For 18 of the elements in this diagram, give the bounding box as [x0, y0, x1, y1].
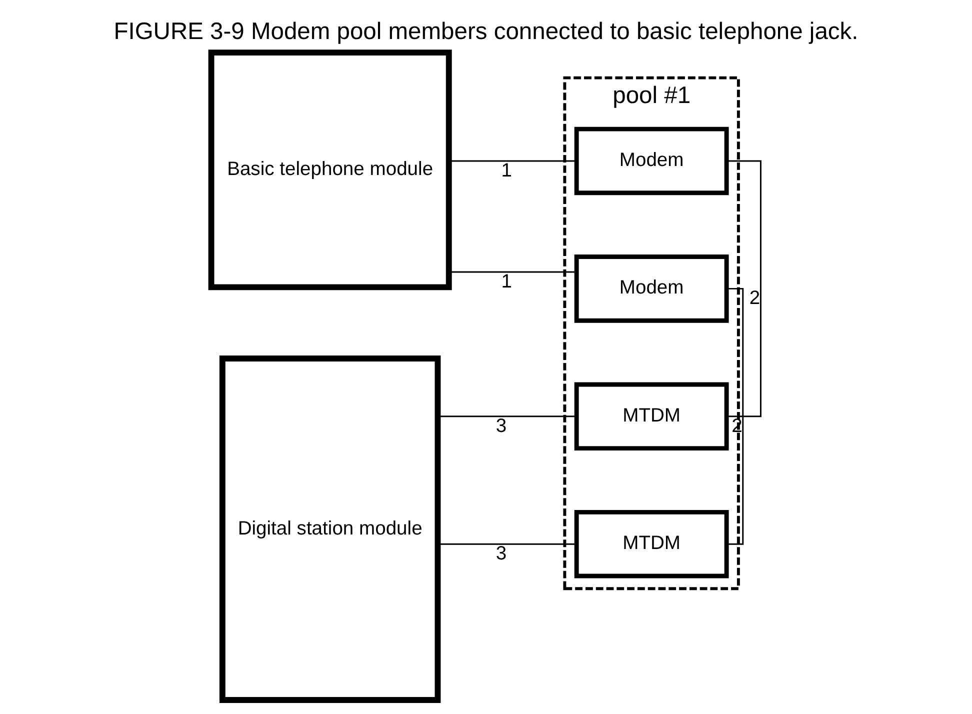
- diagram-title: FIGURE 3-9 Modem pool members connected to basic telephone jack.: [114, 18, 858, 45]
- edge-label: 3: [496, 416, 507, 437]
- node-box: Modem: [574, 126, 729, 196]
- edge-label: 1: [501, 271, 512, 292]
- connector: [438, 416, 576, 418]
- node-box: MTDM: [574, 510, 729, 578]
- edge-label: 1: [501, 160, 512, 182]
- connector: [448, 160, 576, 162]
- edge-label: 2: [749, 288, 760, 310]
- connector: [726, 288, 744, 545]
- node-box: Modem: [574, 254, 729, 323]
- connector: [448, 271, 576, 273]
- node-box: MTDM: [574, 382, 729, 451]
- node-box: Digital station module: [219, 356, 441, 703]
- connector: [726, 160, 762, 418]
- connector: [438, 543, 576, 545]
- node-box: Basic telephone module: [208, 50, 452, 290]
- edge-label: 3: [496, 544, 507, 565]
